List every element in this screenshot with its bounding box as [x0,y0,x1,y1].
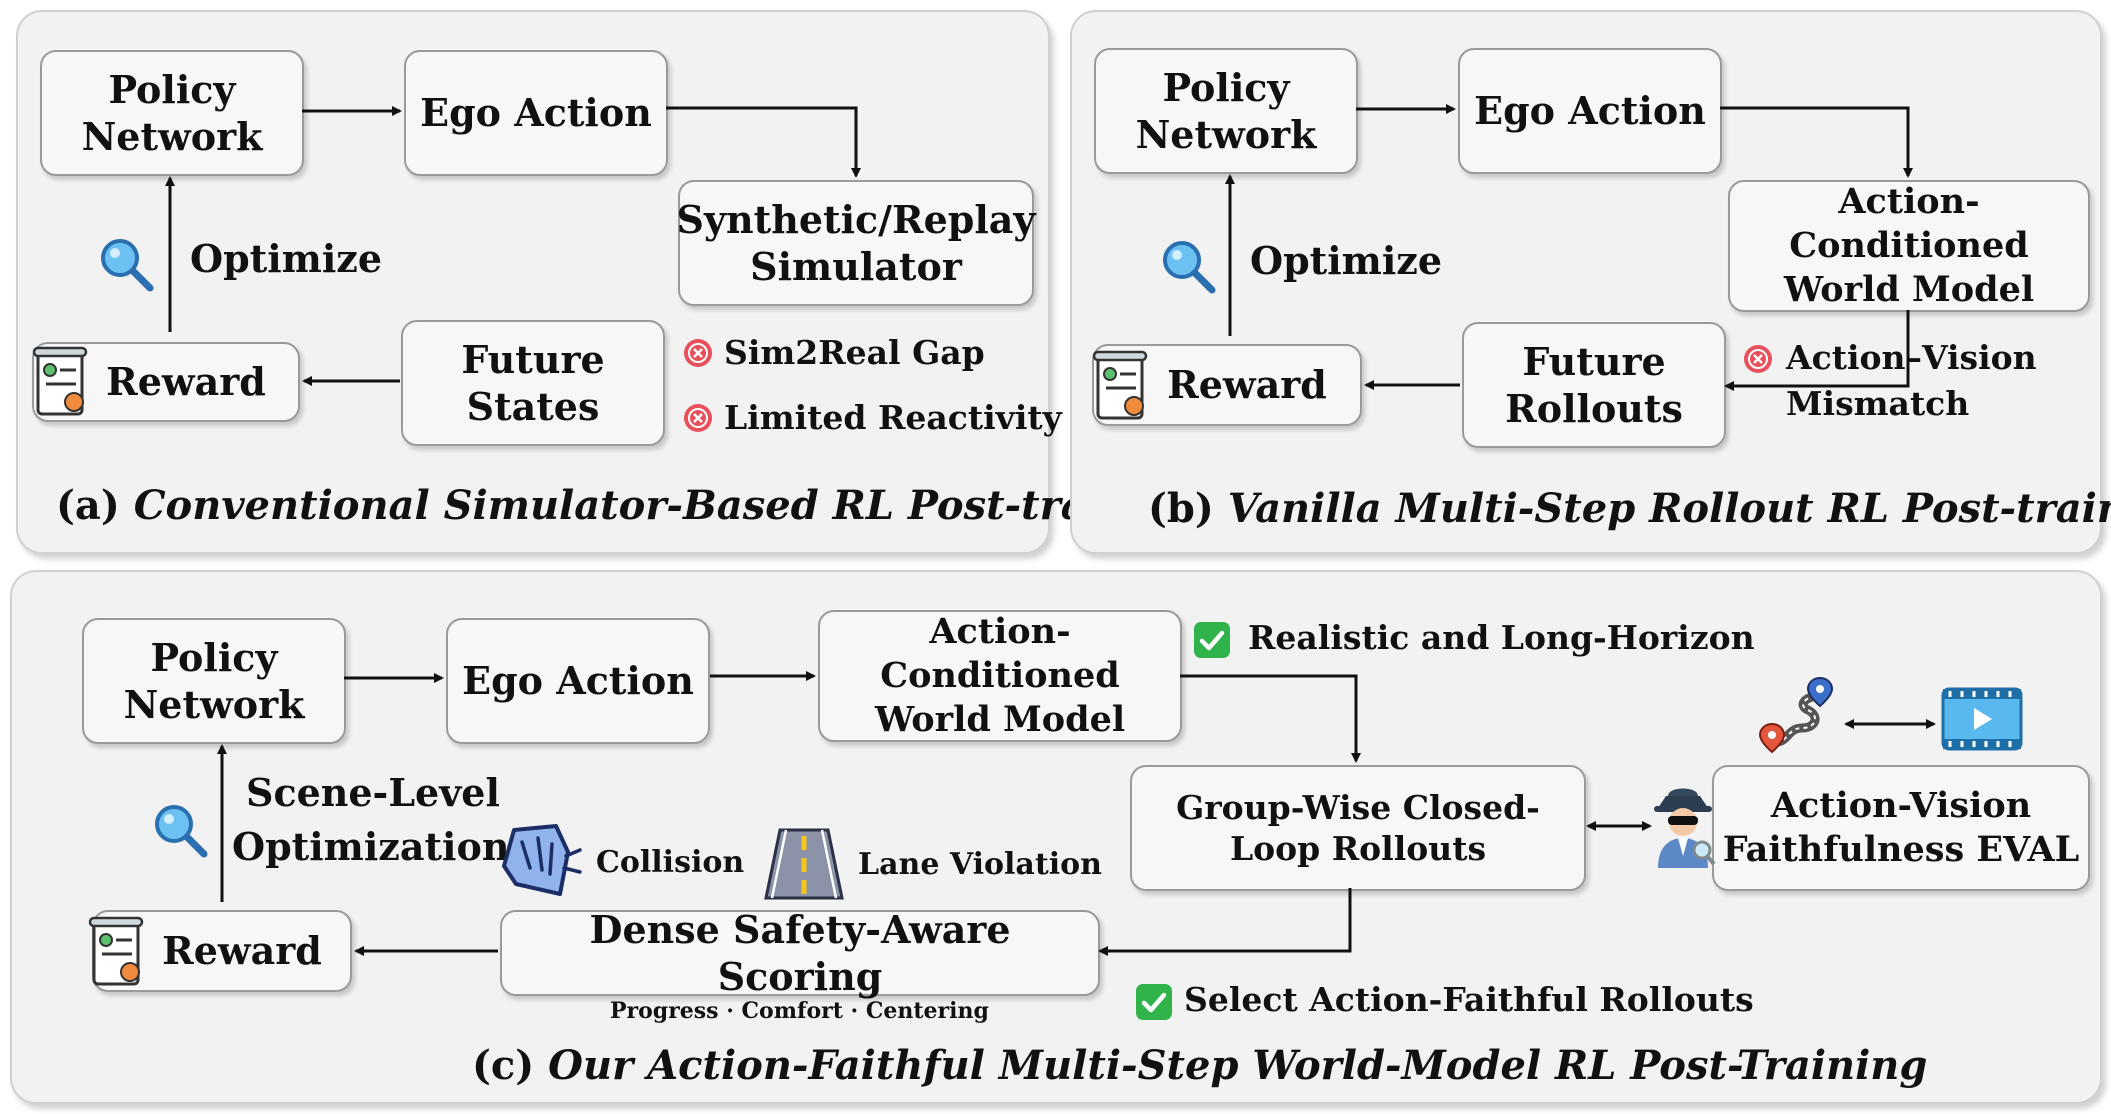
b-world-model-box: Action-Conditioned World Model [1728,180,2090,312]
c-caption: (c) Our Action-Faithful Multi-Step World… [472,1042,1927,1089]
b-ego-action-box: Ego Action [1458,48,1722,174]
c-scoring-box: Dense Safety-Aware Scoring [500,907,1100,999]
b-issue-line2: Mismatch [1786,384,1970,423]
b-caption: (b) Vanilla Multi-Step Rollout RL Post-t… [1148,485,2111,532]
c-collision-label: Collision [596,845,745,880]
c-arrow-group-to-scoring [1098,888,1352,956]
b-future-rollouts-box: Future Rollouts [1462,322,1726,448]
c-lane-violation-label: Lane Violation [858,847,1102,882]
c-arrow-world-to-group [1180,674,1361,763]
a-issue-reactivity: Limited Reactivity [724,398,1062,437]
check-box-icon [1136,984,1172,1020]
c-group-rollouts-box: Group-Wise Closed-Loop Rollouts [1130,765,1586,891]
a-future-states-box: Future States [401,320,665,446]
a-optimize-label: Optimize [190,236,383,281]
a-caption: (a) Conventional Simulator-Based RL Post… [56,482,1203,529]
c-benefit-select: Select Action-Faithful Rollouts [1184,980,1754,1019]
cross-circle-icon [1744,345,1772,373]
a-caption-text: Conventional Simulator-Based RL Post-tra… [133,482,1204,529]
c-caption-prefix: (c) [472,1042,535,1089]
b-issue-line1: Action–Vision [1786,338,2037,377]
video-play-icon [1941,687,2023,751]
b-caption-text: Vanilla Multi-Step Rollout RL Post-train… [1227,485,2111,532]
route-map-icon [1758,676,1834,754]
b-caption-prefix: (b) [1148,485,1214,532]
a-arrow-ego-to-sim [666,106,861,178]
a-policy-network-box: Policy Network [40,50,304,176]
a-ego-action-box: Ego Action [404,50,668,176]
detective-icon [1654,788,1716,868]
c-policy-network-box: Policy Network [82,618,346,744]
b-arrow-ego-to-world [1720,106,1913,178]
b-optimize-label: Optimize [1250,238,1443,283]
c-opt-line1: Scene-Level [246,770,500,815]
c-opt-line2: Optimization [232,824,510,869]
c-scoring-subtitle: Progress · Comfort · Centering [610,998,989,1024]
reward-scroll-icon [1092,350,1148,420]
lane-road-icon [764,828,844,900]
a-simulator-box: Synthetic/Replay Simulator [677,180,1036,306]
collision-icon [502,824,582,896]
reward-scroll-icon [88,916,144,986]
magnifier-icon [101,239,154,292]
c-ego-action-box: Ego Action [446,618,710,744]
c-faithfulness-eval-box: Action-Vision Faithfulness EVAL [1712,765,2090,891]
c-benefit-realistic: Realistic and Long-Horizon [1248,618,1755,657]
magnifier-icon [1163,241,1216,294]
b-arrow-world-to-future [1724,310,1910,391]
cross-circle-icon [684,339,712,367]
a-issue-sim2real: Sim2Real Gap [724,333,985,372]
cross-circle-icon [684,404,712,432]
c-world-model-box: Action-Conditioned World Model [818,610,1182,742]
a-caption-prefix: (a) [56,482,120,529]
reward-scroll-icon [32,346,88,416]
b-policy-network-box: Policy Network [1094,48,1358,174]
c-caption-text: Our Action-Faithful Multi-Step World-Mod… [548,1042,1928,1089]
check-box-icon [1194,622,1230,658]
magnifier-icon [155,805,208,858]
